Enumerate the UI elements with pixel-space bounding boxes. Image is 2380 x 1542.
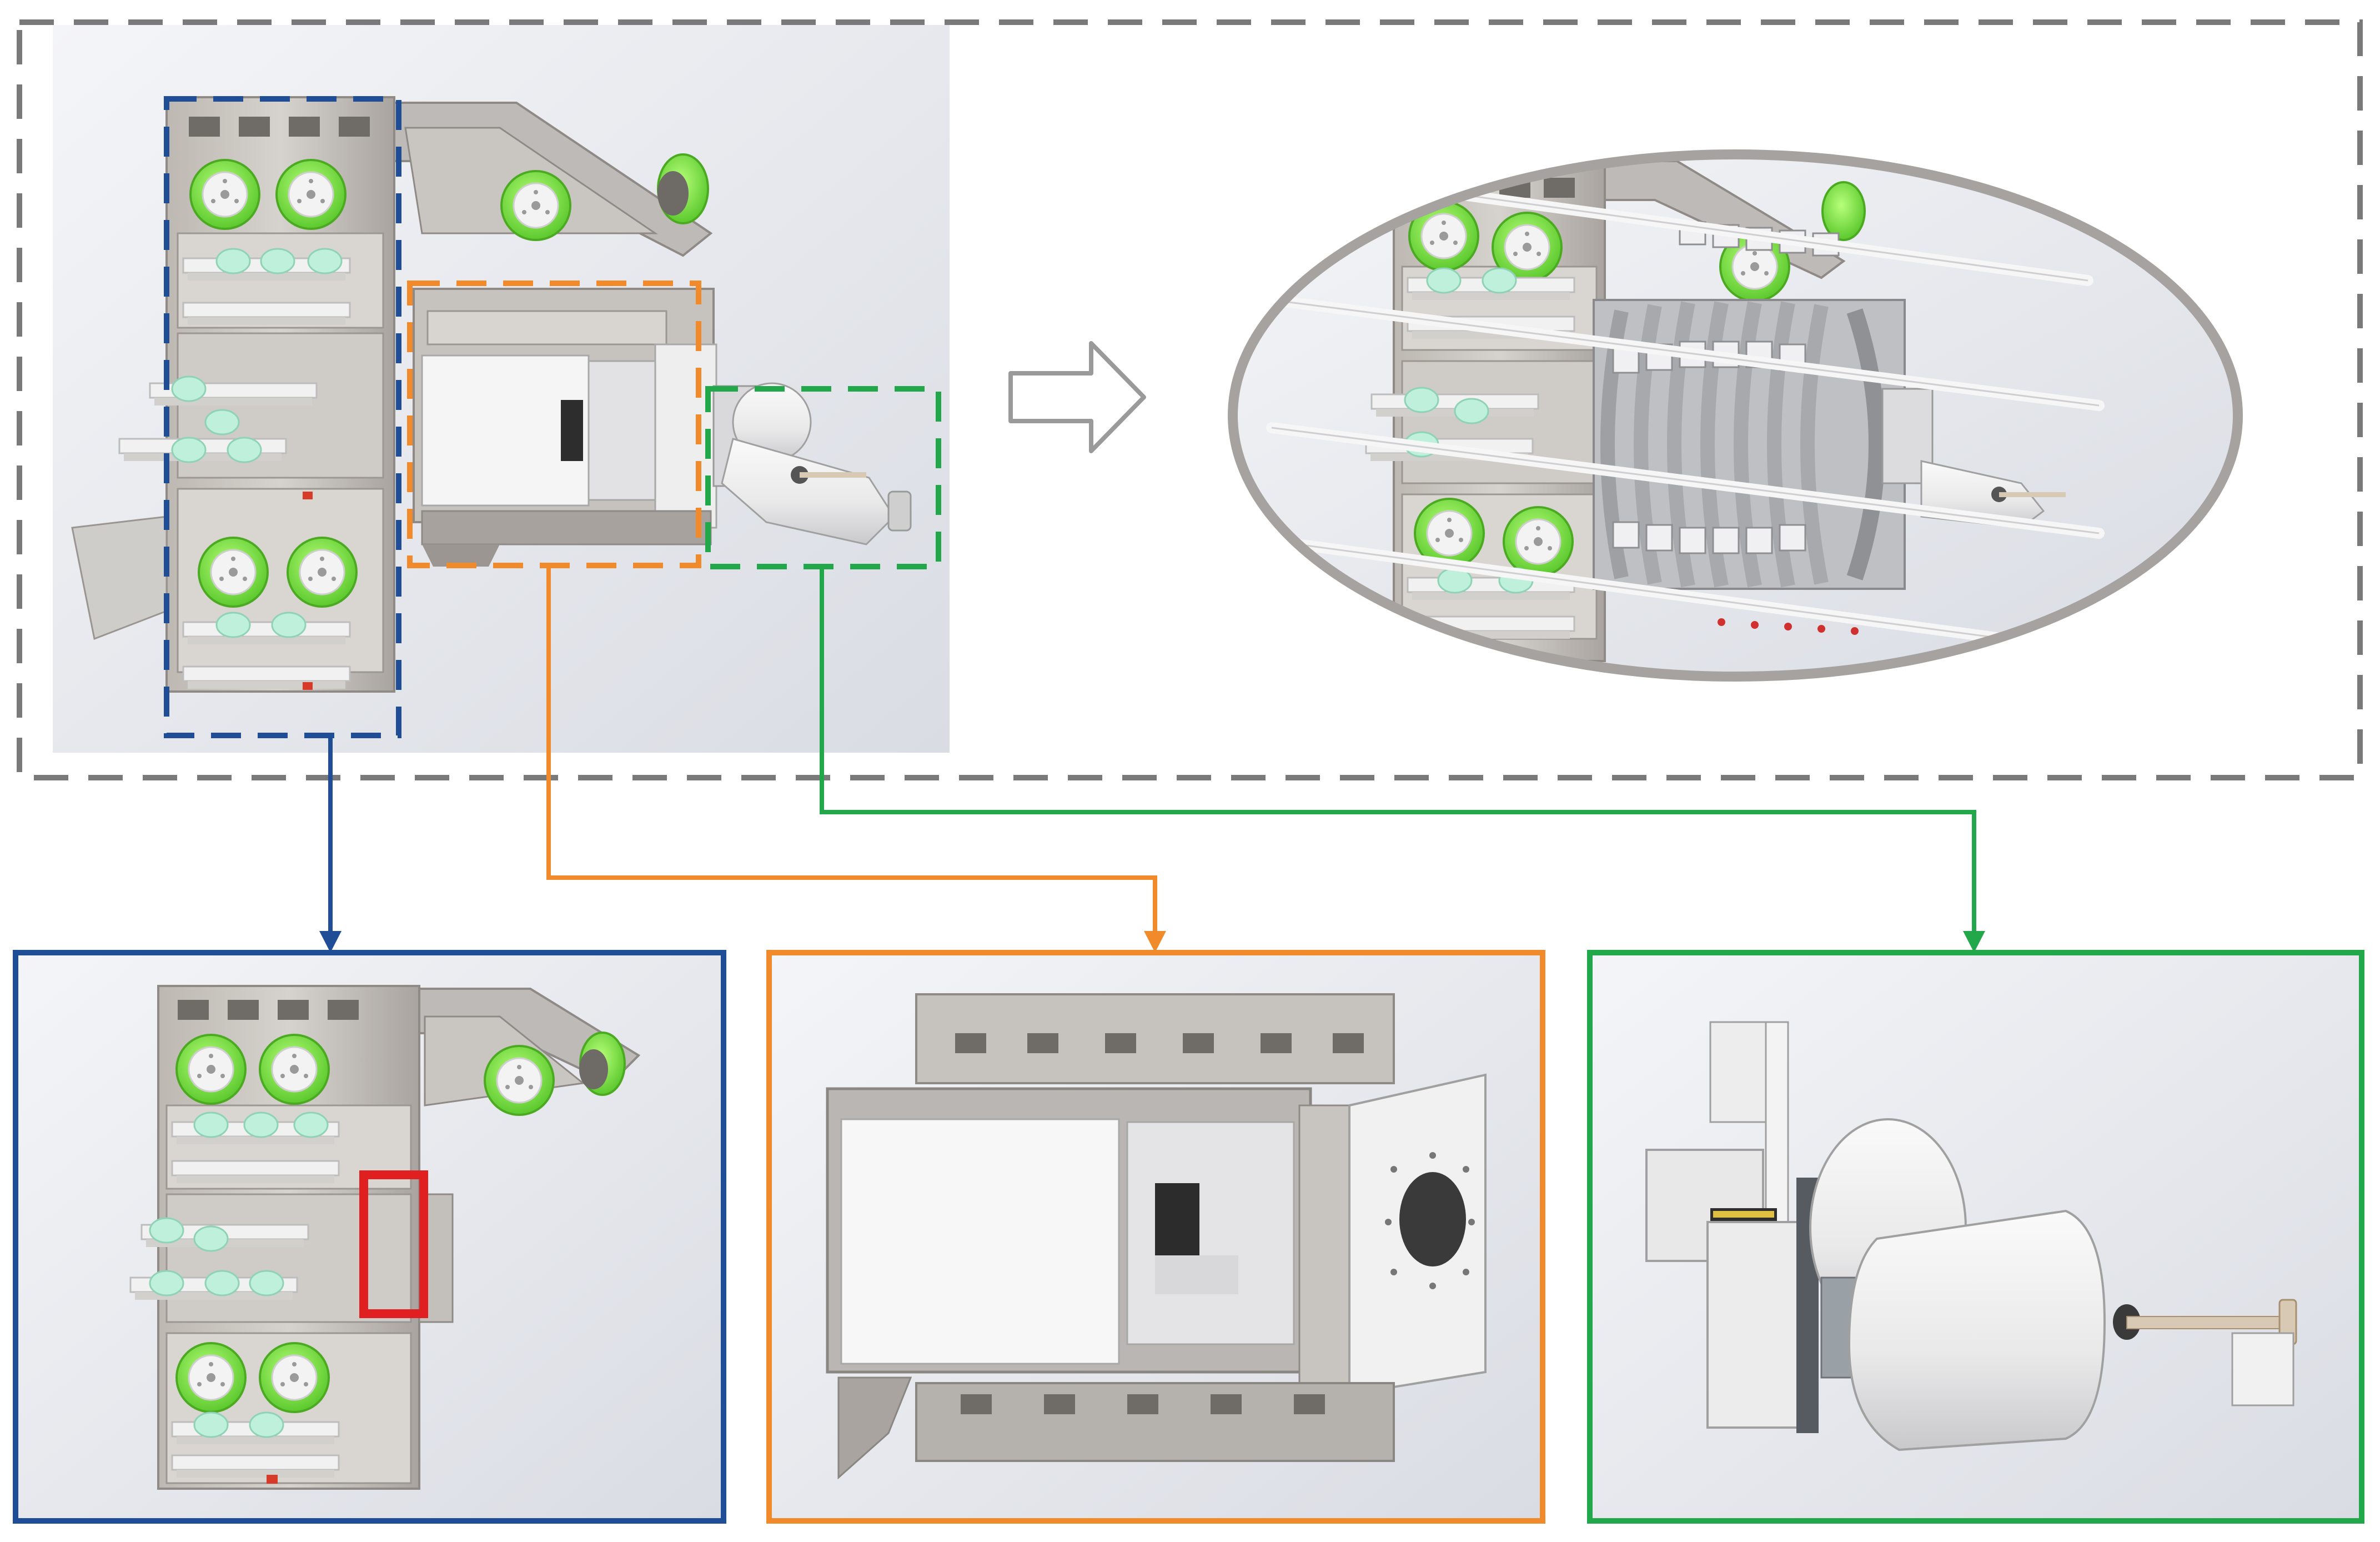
red-highlight-box bbox=[359, 1170, 428, 1318]
green-module-detail bbox=[1587, 950, 2364, 1524]
tower-structure bbox=[71, 96, 395, 693]
overview-group-frame bbox=[17, 19, 2363, 780]
top-arm bbox=[393, 102, 713, 257]
orange-module-detail bbox=[766, 950, 1545, 1524]
middle-module bbox=[413, 288, 717, 567]
green-connector bbox=[820, 567, 1985, 953]
assembled-machine-render bbox=[53, 25, 950, 753]
end-module bbox=[712, 382, 912, 545]
blue-connector bbox=[319, 736, 342, 953]
zoomed-assembly-ellipse bbox=[1228, 149, 2243, 682]
orange-connector bbox=[546, 565, 1166, 953]
orange-highlight-box bbox=[407, 281, 701, 568]
blue-module-detail bbox=[13, 950, 726, 1524]
hollow-right-arrow-icon bbox=[1008, 341, 1146, 453]
blue-highlight-box bbox=[164, 96, 401, 738]
